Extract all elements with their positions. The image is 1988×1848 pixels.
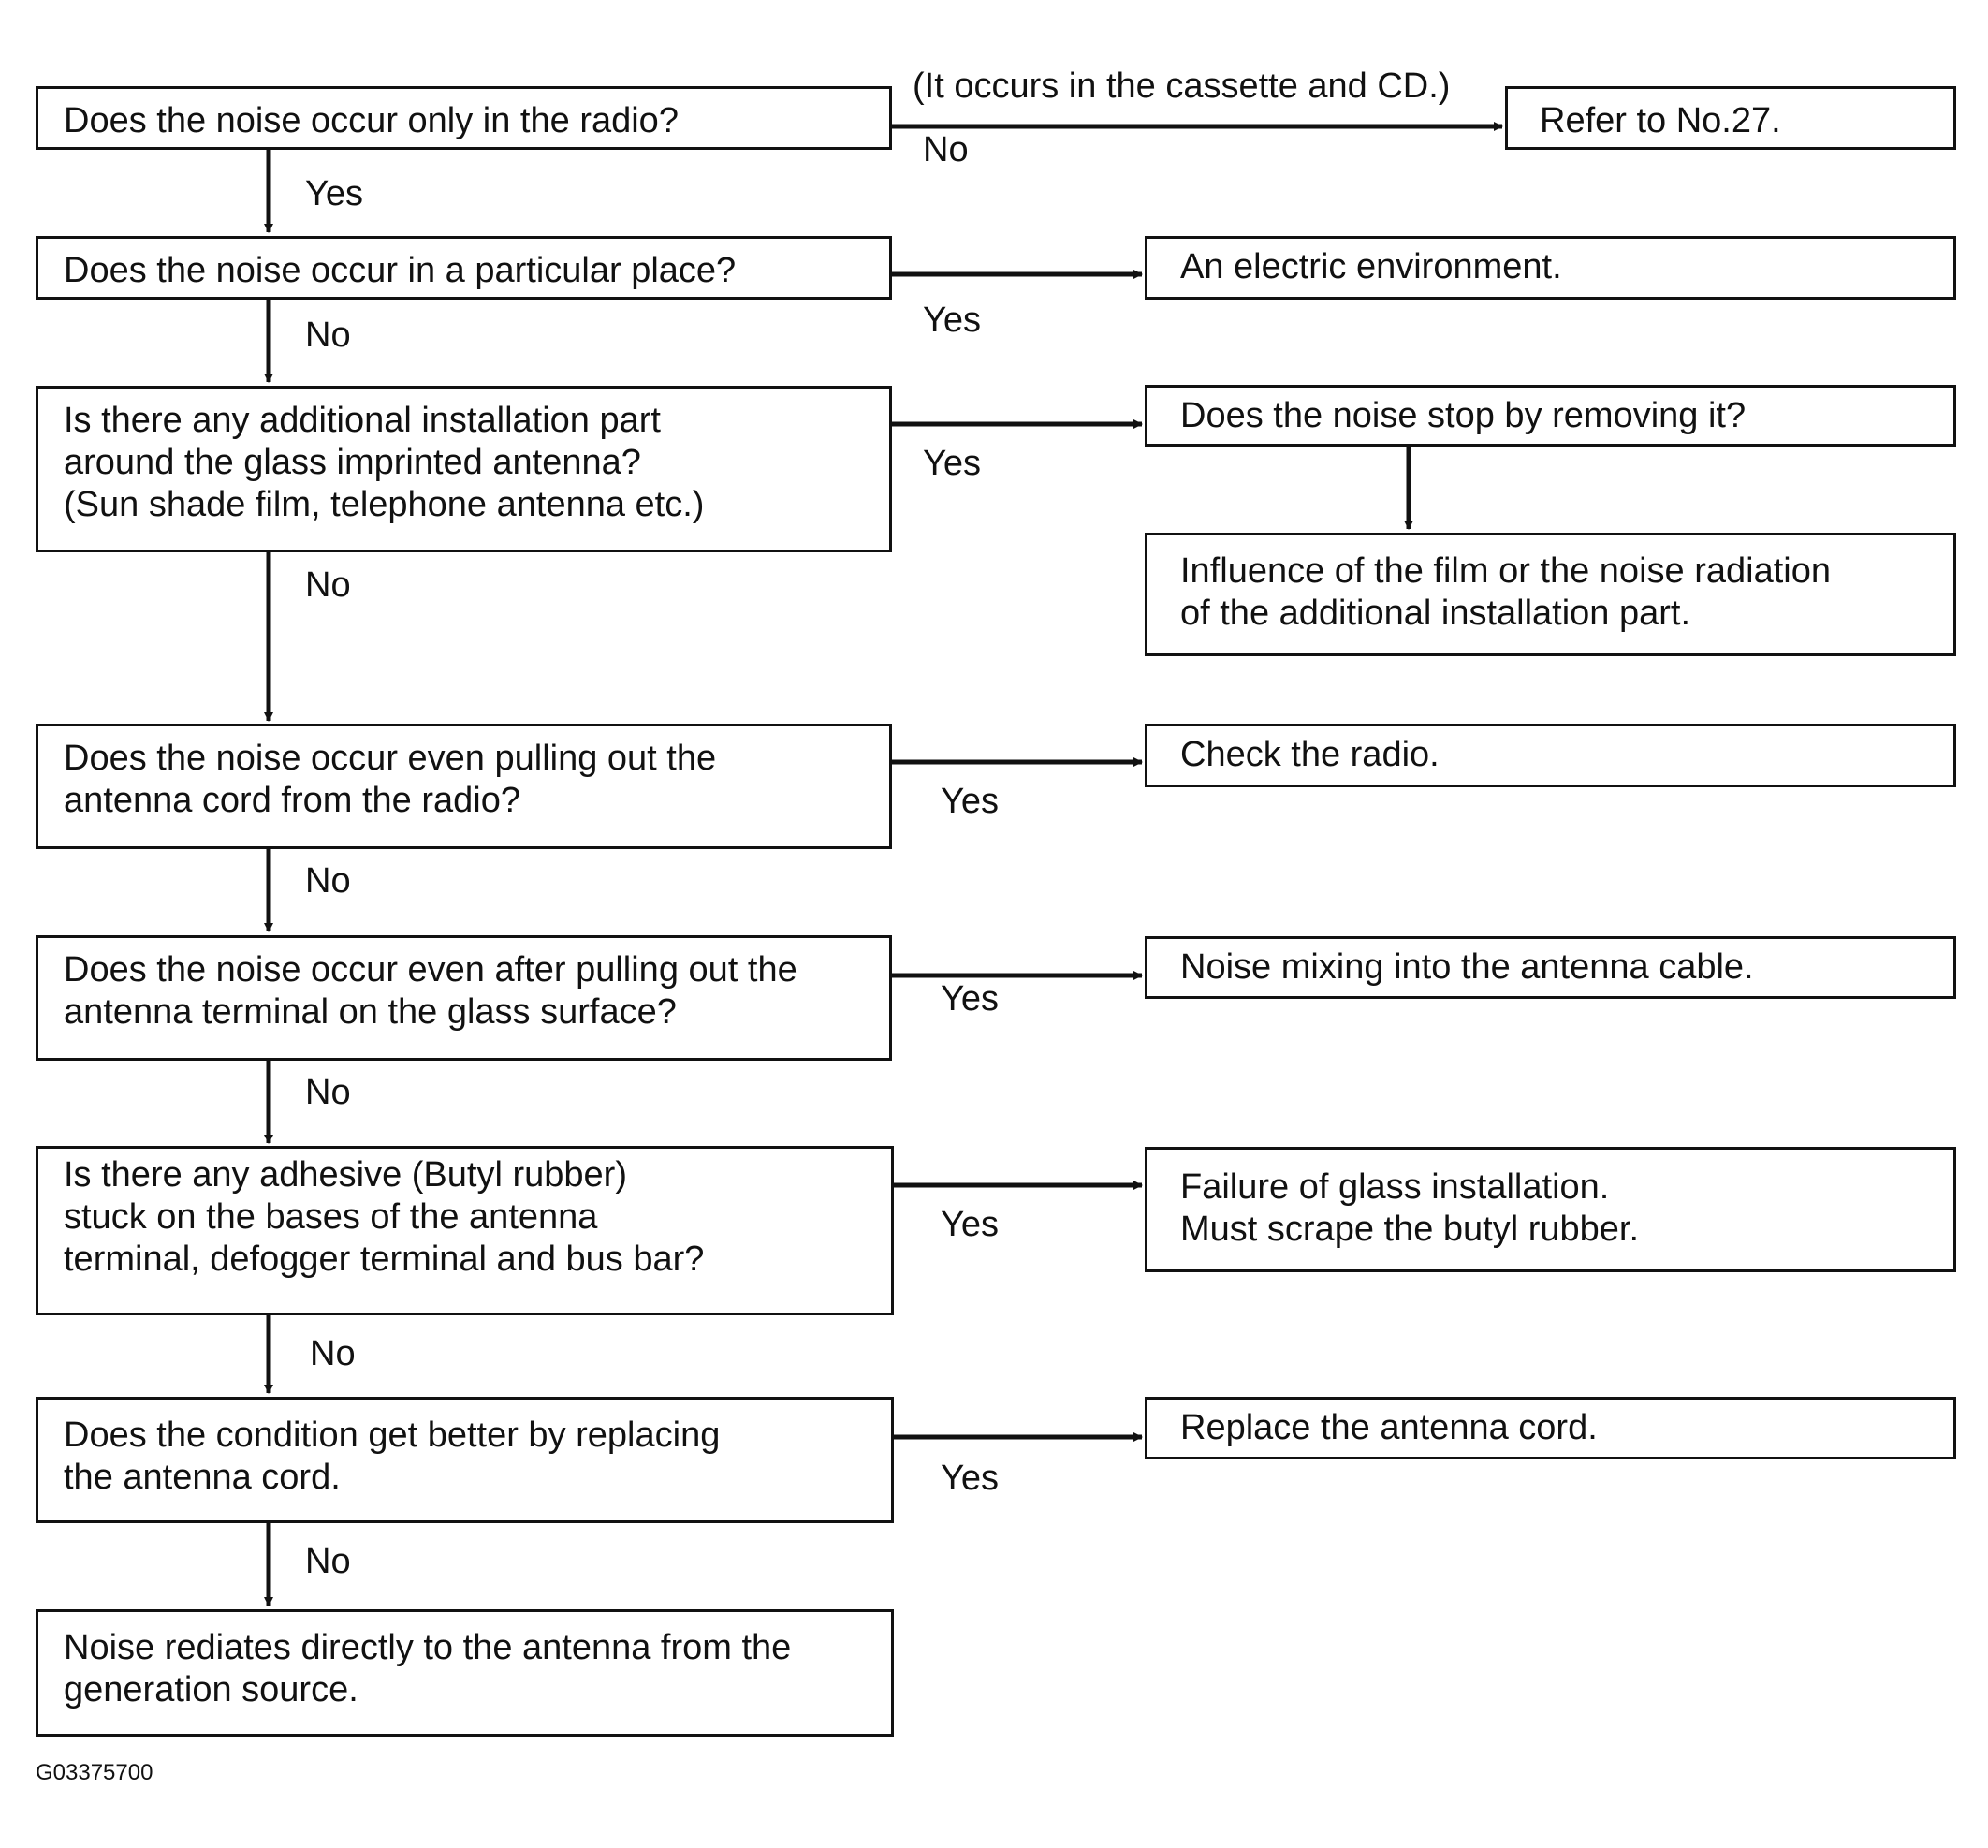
conclusion-text: generation source. <box>64 1670 358 1709</box>
result-text: Influence of the film or the noise radia… <box>1180 551 1831 591</box>
result-text: Does the noise stop by removing it? <box>1180 396 1747 435</box>
result-box-check-radio: Check the radio. <box>1145 724 1956 787</box>
no-label: No <box>310 1334 356 1373</box>
no-label: No <box>305 315 351 355</box>
question-text: Does the noise occur in a particular pla… <box>64 251 737 290</box>
result-box-glass-installation: Failure of glass installation. Must scra… <box>1145 1147 1956 1272</box>
question-text: around the glass imprinted antenna? <box>64 443 641 482</box>
question-text: stuck on the bases of the antenna <box>64 1197 598 1237</box>
question-box-additional-part: Is there any additional installation par… <box>36 386 892 552</box>
result-text: Replace the antenna cord. <box>1180 1408 1598 1447</box>
yes-label: Yes <box>941 1459 999 1498</box>
yes-label: Yes <box>923 301 981 340</box>
question-text: (Sun shade film, telephone antenna etc.) <box>64 485 705 524</box>
question-text: Is there any additional installation par… <box>64 401 661 440</box>
question-text: antenna cord from the radio? <box>64 781 520 820</box>
result-text: An electric environment. <box>1180 247 1562 286</box>
no-label: No <box>305 1073 351 1112</box>
question-text: terminal, defogger terminal and bus bar? <box>64 1239 705 1279</box>
question-text: Does the noise occur only in the radio? <box>64 101 679 140</box>
question-text: Does the noise occur even pulling out th… <box>64 739 717 778</box>
yes-label: Yes <box>923 444 981 483</box>
question-text: Does the condition get better by replaci… <box>64 1415 721 1455</box>
result-box-antenna-cable-noise: Noise mixing into the antenna cable. <box>1145 936 1956 999</box>
result-text: Noise mixing into the antenna cable. <box>1180 947 1754 987</box>
question-box-pull-antenna-terminal: Does the noise occur even after pulling … <box>36 935 892 1061</box>
question-text: Is there any adhesive (Butyl rubber) <box>64 1155 627 1195</box>
no-label: No <box>305 1542 351 1581</box>
figure-id-caption: G03375700 <box>36 1760 153 1785</box>
yes-label: Yes <box>305 174 363 213</box>
question-text: Does the noise occur even after pulling … <box>64 950 797 990</box>
yes-label: Yes <box>941 782 999 821</box>
question-text: the antenna cord. <box>64 1458 341 1497</box>
yes-label: Yes <box>941 1205 999 1244</box>
conclusion-box-noise-radiates: Noise rediates directly to the antenna f… <box>36 1609 894 1737</box>
yes-label: Yes <box>941 979 999 1019</box>
question-box-radio-only: Does the noise occur only in the radio? <box>36 86 892 150</box>
question-box-pull-antenna-cord: Does the noise occur even pulling out th… <box>36 724 892 849</box>
result-text: Check the radio. <box>1180 735 1440 774</box>
question-box-replace-cord: Does the condition get better by replaci… <box>36 1397 894 1523</box>
result-box-refer-no27: Refer to No.27. <box>1505 86 1956 150</box>
result-box-replace-cord: Replace the antenna cord. <box>1145 1397 1956 1459</box>
result-box-remove-part: Does the noise stop by removing it? <box>1145 385 1956 447</box>
result-text: Failure of glass installation. <box>1180 1167 1610 1207</box>
result-text: Must scrape the butyl rubber. <box>1180 1210 1640 1249</box>
no-label: No <box>923 130 969 169</box>
no-label: No <box>305 861 351 901</box>
result-text: Refer to No.27. <box>1540 101 1781 140</box>
conclusion-text: Noise rediates directly to the antenna f… <box>64 1628 792 1667</box>
result-box-film-influence: Influence of the film or the noise radia… <box>1145 533 1956 656</box>
question-box-adhesive: Is there any adhesive (Butyl rubber) stu… <box>36 1146 894 1315</box>
no-label: No <box>305 565 351 605</box>
top-note-label: (It occurs in the cassette and CD.) <box>913 66 1451 106</box>
question-box-particular-place: Does the noise occur in a particular pla… <box>36 236 892 300</box>
result-box-electric-environment: An electric environment. <box>1145 236 1956 300</box>
question-text: antenna terminal on the glass surface? <box>64 992 677 1032</box>
result-text: of the additional installation part. <box>1180 594 1691 633</box>
